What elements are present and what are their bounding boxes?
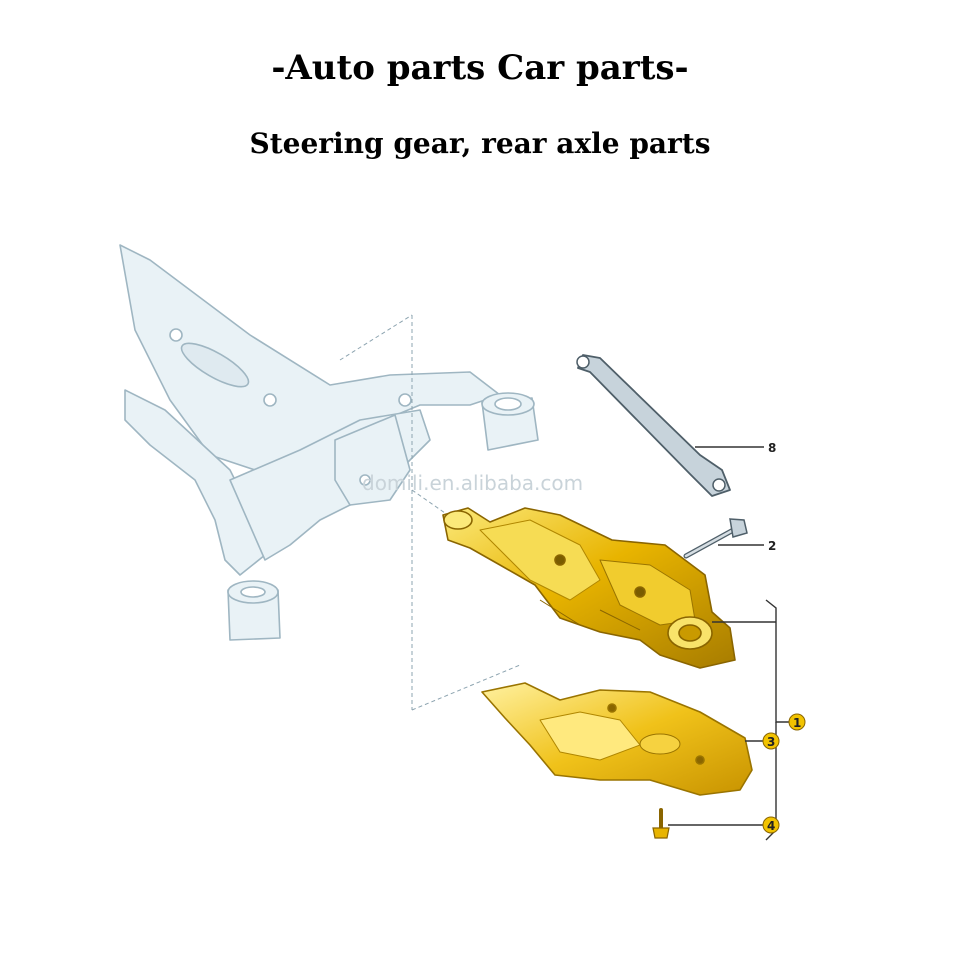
part-2-bolt (683, 518, 748, 559)
subframe-hole (359, 474, 371, 486)
callout-label: 3 (767, 735, 775, 749)
steering-gear-housing (442, 507, 736, 669)
callout-marker (788, 713, 806, 731)
subframe-slot (180, 342, 250, 388)
part-4-screw (652, 808, 670, 839)
callout-4: 4 (762, 816, 780, 834)
callout-label: 2 (768, 539, 776, 553)
callout-marker (762, 732, 780, 750)
callout-marker (762, 816, 780, 834)
callout-1: 1 (788, 713, 806, 731)
subframe-rear-rail (119, 244, 501, 471)
callout-label: 1 (793, 716, 801, 730)
part-8-link-arm (576, 354, 731, 497)
subframe-hole (169, 328, 183, 342)
subframe-hole (398, 393, 412, 407)
page-subtitle: Steering gear, rear axle parts (249, 127, 711, 160)
watermark-text: domili.en.alibaba.com (362, 471, 583, 495)
rear-subframe (119, 244, 539, 641)
callout-3: 3 (762, 732, 780, 750)
page-title: -Auto parts Car parts- (271, 48, 689, 88)
callout-2: 2 (768, 539, 776, 553)
callout-label: 8 (768, 441, 776, 455)
subframe-hole (263, 393, 277, 407)
subframe-cross-beam (124, 389, 266, 576)
part-3-shield-plate (481, 682, 753, 796)
bushing-mount-left (227, 580, 281, 641)
subframe-bracket (334, 414, 411, 506)
callout-8: 8 (768, 441, 776, 455)
bushing-mount-right (481, 392, 539, 451)
callout-label: 4 (767, 819, 775, 833)
